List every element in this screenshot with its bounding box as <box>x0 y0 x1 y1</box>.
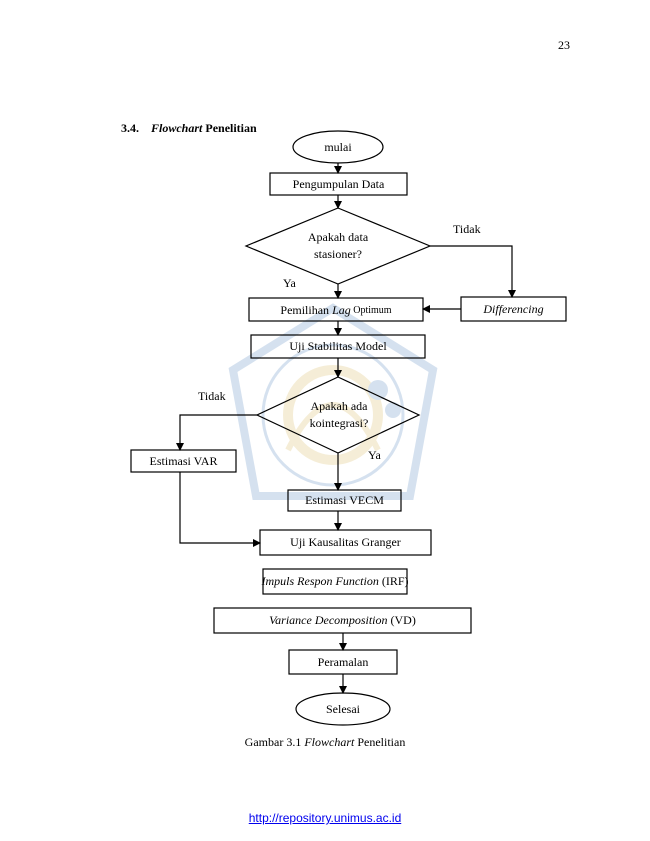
vd-label: Variance Decomposition (VD) <box>214 612 471 629</box>
repository-link[interactable]: http://repository.unimus.ac.id <box>248 811 402 825</box>
decision2-line1: Apakah ada <box>310 399 368 413</box>
vd-suffix: (VD) <box>387 613 416 627</box>
caption-prefix: Gambar 3.1 <box>244 735 305 749</box>
figure-caption: Gambar 3.1 Flowchart Penelitian <box>0 735 650 750</box>
vecm-estimation-box <box>287 489 402 512</box>
decision2-line2: kointegrasi? <box>309 416 369 430</box>
granger-label: Uji Kausalitas Granger <box>290 535 401 549</box>
page-number: 23 <box>558 38 570 52</box>
start-label: mulai <box>324 140 352 154</box>
vecm-label: Estimasi VECM <box>305 493 384 507</box>
edge-var-to-granger <box>179 472 261 547</box>
decision1-no-label: Tidak <box>453 222 481 236</box>
irf-suffix: (IRF) <box>378 574 409 588</box>
decision2-label: Apakah ada kointegrasi? <box>280 398 398 432</box>
lag-suffix: Optimum <box>350 304 392 316</box>
decision2-yes-label: Ya <box>368 448 381 462</box>
edge-decision2-no-to-var <box>176 414 257 451</box>
var-label: Estimasi VAR <box>149 453 218 468</box>
decision1-yes-label: Ya <box>283 276 296 290</box>
collect-data-label: Pengumpulan Data <box>292 176 385 191</box>
caption-italic: Flowchart <box>304 735 355 749</box>
irf-box <box>262 568 408 595</box>
section-number: 3.4. <box>121 121 139 135</box>
decision1-label: Apakah data stasioner? <box>270 229 406 263</box>
university-seal-watermark <box>228 303 438 500</box>
irf-label: Impuls Respon Function (IRF) <box>261 573 409 590</box>
section-heading: 3.4. Flowchart Penelitian <box>121 121 257 136</box>
caption-suffix: Penelitian <box>354 735 406 749</box>
section-title-rest: Penelitian <box>202 121 257 135</box>
differencing-label: Differencing <box>483 301 544 316</box>
lag-prefix: Pemilihan <box>280 302 333 317</box>
decision1-line1: Apakah data <box>307 230 369 244</box>
forecast-label: Peramalan <box>317 654 369 669</box>
stability-label: Uji Stabilitas Model <box>289 339 387 353</box>
irf-italic: Impuls Respon Function <box>261 574 379 588</box>
lag-selection-label: Pemilihan Lag Optimum <box>249 301 423 319</box>
lag-italic: Lag <box>332 302 351 317</box>
section-title-italic: Flowchart <box>151 121 203 135</box>
decision2-no-label: Tidak <box>198 389 226 403</box>
decision1-line2: stasioner? <box>314 247 362 261</box>
edge-decision1-no-to-differencing <box>430 245 516 298</box>
end-label: Selesai <box>326 702 360 716</box>
vd-italic: Variance Decomposition <box>269 613 388 627</box>
